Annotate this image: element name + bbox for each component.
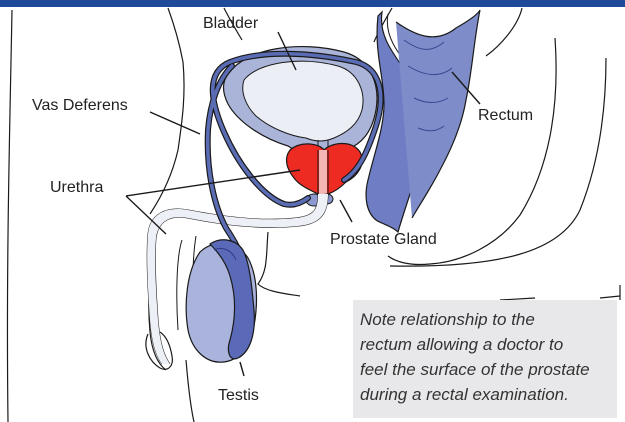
note-line: during a rectal examination.: [360, 382, 611, 407]
header-bar: [0, 0, 625, 7]
note-line: Note relationship to the: [360, 307, 611, 332]
note-line: rectum allowing a doctor to: [360, 332, 611, 357]
label-testis: Testis: [218, 387, 259, 404]
label-bladder: Bladder: [203, 15, 259, 32]
label-urethra: Urethra: [50, 179, 103, 196]
note-line: feel the surface of the prostate: [360, 357, 611, 382]
prostate-gland: [287, 144, 363, 195]
note-box: Note relationship to the rectum allowing…: [353, 300, 617, 418]
testis: [186, 240, 256, 362]
label-prostate-gland: Prostate Gland: [330, 231, 437, 248]
rectum: [366, 10, 480, 232]
label-rectum: Rectum: [478, 107, 533, 124]
label-vas-deferens: Vas Deferens: [32, 97, 128, 114]
